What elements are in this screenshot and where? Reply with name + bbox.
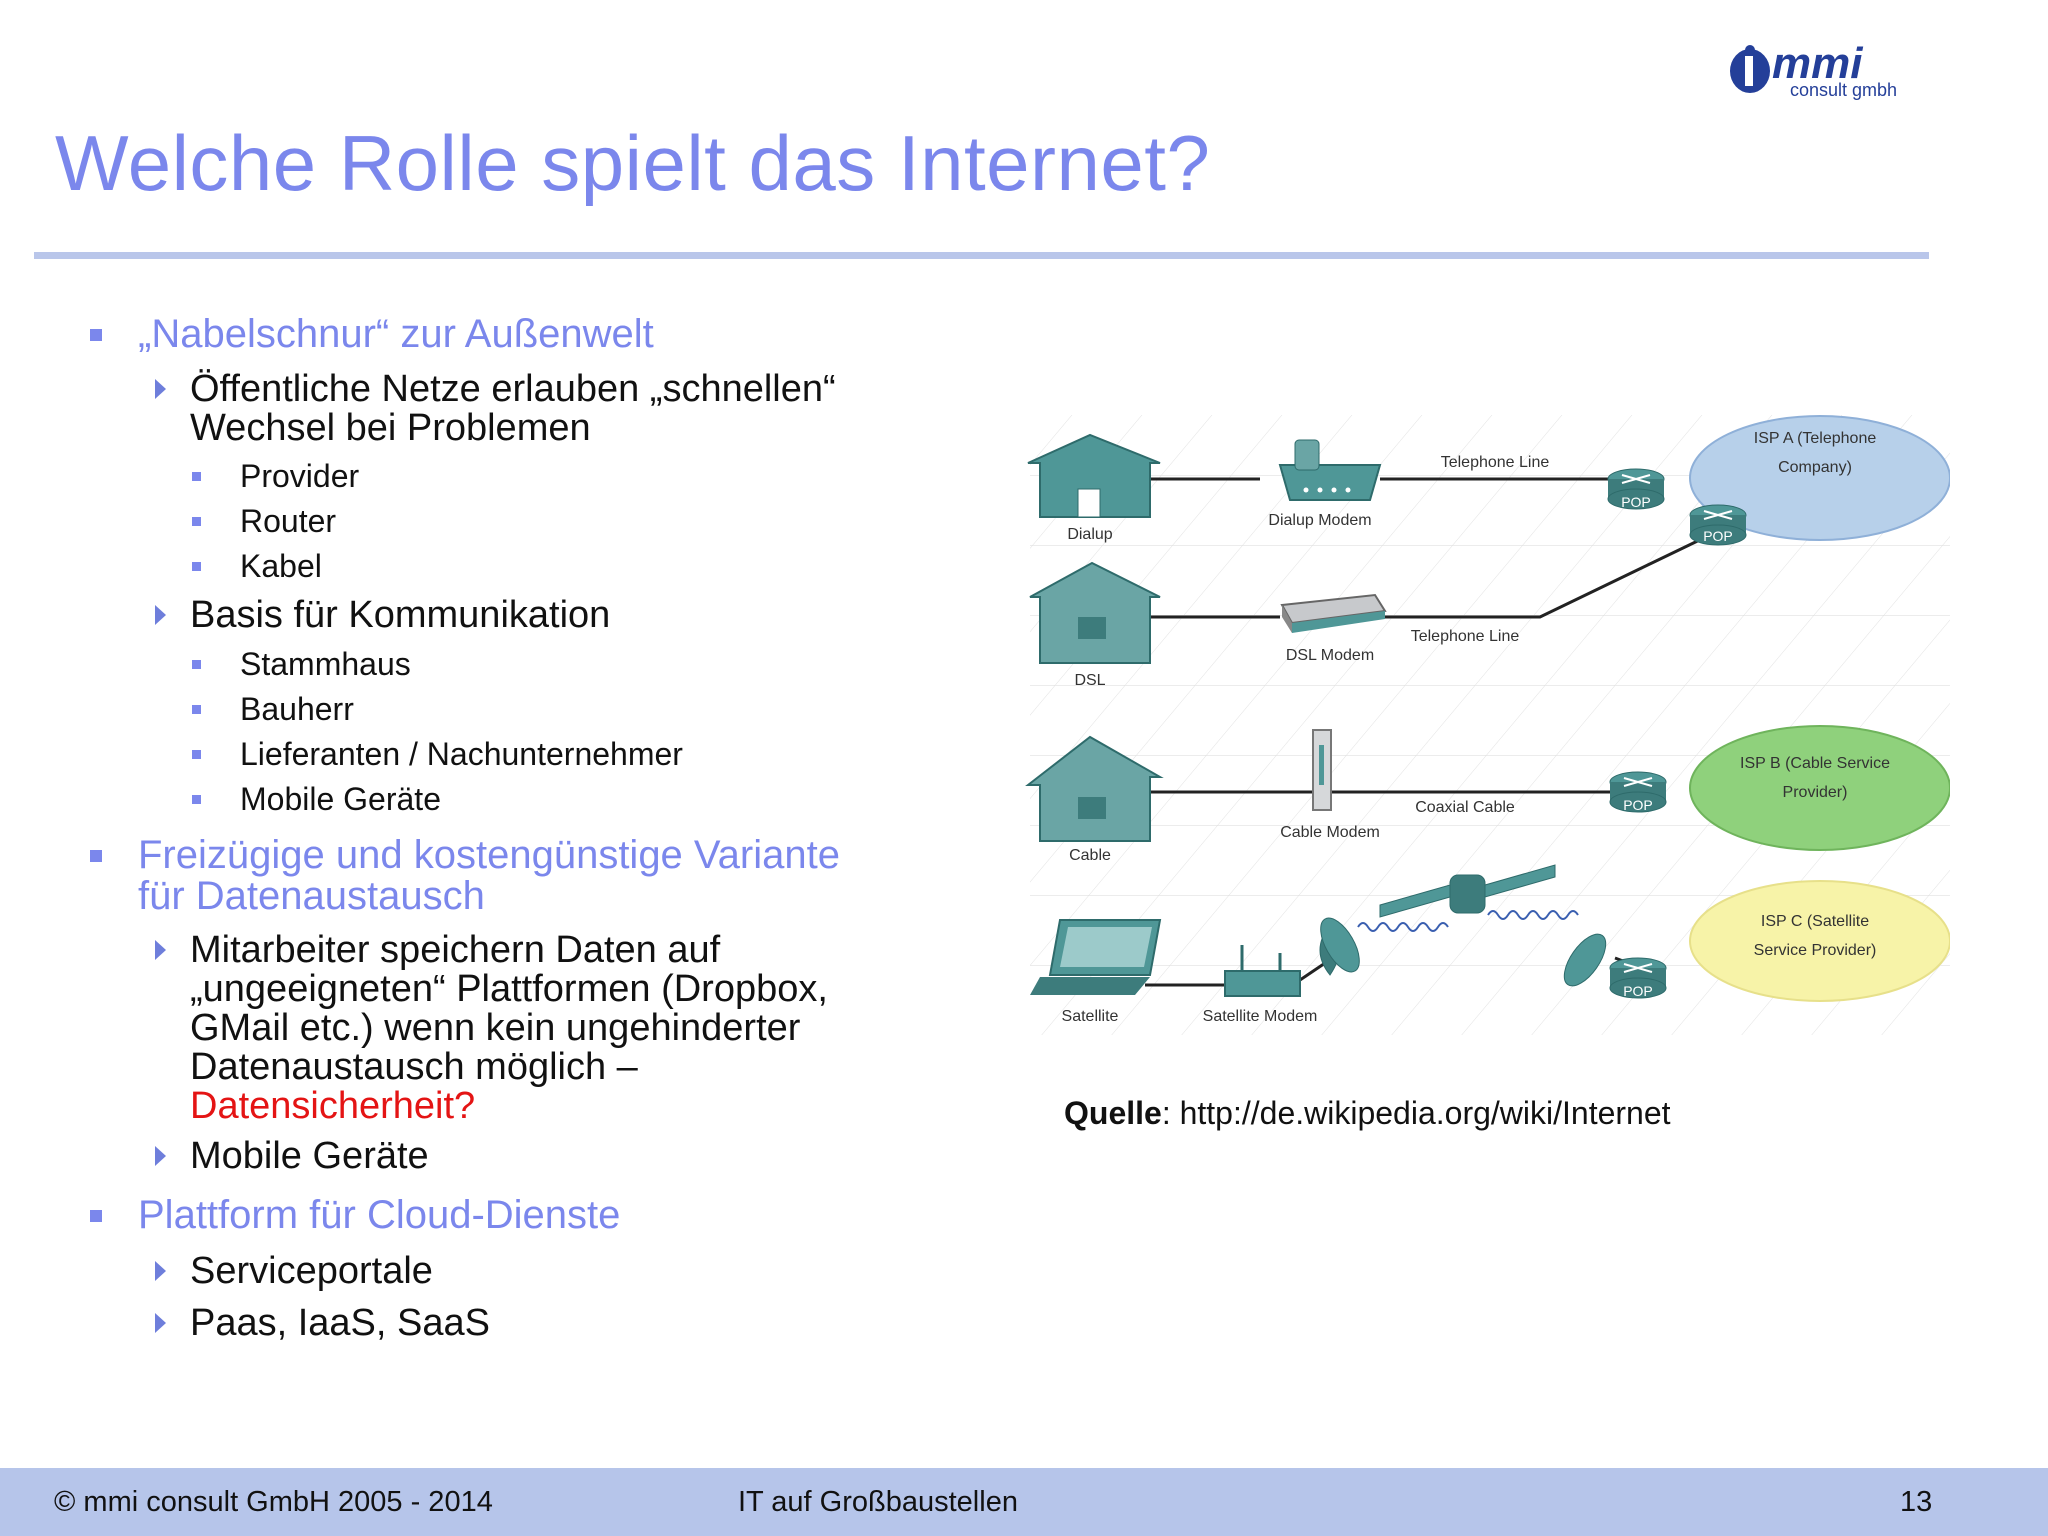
router-icon (1609, 957, 1667, 999)
bullet-level3: Provider (240, 458, 360, 494)
slide-footer: © mmi consult GmbH 2005 - 2014 IT auf Gr… (0, 1468, 2048, 1536)
modem-label-cable: Cable Modem (1280, 824, 1380, 841)
logo-subtitle: consult gmbh (1790, 80, 1897, 100)
bullet-level3: Router (240, 503, 337, 539)
bullet-level2: Mobile Geräte (190, 1135, 429, 1177)
highlight-warning-text: Datensicherheit? (190, 1085, 476, 1127)
bullet-triangle-icon (155, 1261, 166, 1281)
bullet-square-icon (192, 795, 201, 804)
host-label-satellite: Satellite (1062, 1008, 1119, 1025)
isp-a-label-line1: ISP A (Telephone (1754, 430, 1877, 447)
bullet-square-icon (192, 472, 201, 481)
satellite-icon (1379, 864, 1556, 918)
bullet-triangle-icon (155, 940, 166, 960)
modem-label-dsl: DSL Modem (1286, 647, 1374, 664)
link-label-telephone-2: Telephone Line (1411, 628, 1520, 645)
logo-mark-icon (1730, 45, 1770, 93)
cable-house-icon (1025, 735, 1164, 842)
bullet-level3: Stammhaus (240, 646, 411, 682)
footer-topic: IT auf Großbaustellen (738, 1486, 1018, 1518)
bullet-level2: Basis für Kommunikation (190, 594, 611, 636)
footer-copyright: © mmi consult GmbH 2005 - 2014 (54, 1486, 493, 1518)
bullet-level2: Serviceportale (190, 1250, 433, 1292)
mmi-consult-logo: mmi consult gmbh (1730, 39, 1897, 100)
bullet-triangle-icon (155, 379, 166, 399)
bullet-square-icon (192, 750, 201, 759)
isp-b-cloud (1689, 725, 1950, 851)
isp-a-label-line2: Company) (1778, 459, 1852, 476)
router-icon (1607, 468, 1665, 510)
dialup-house-icon (1027, 433, 1161, 518)
router-icon (1689, 504, 1747, 546)
dsl-modem-icon (1280, 593, 1387, 633)
bullet-level3: Bauherr (240, 691, 354, 727)
isp-a-cloud (1689, 415, 1950, 541)
bullet-square-icon (192, 517, 201, 526)
logo-name: mmi (1772, 39, 1863, 88)
bullet-triangle-icon (155, 1146, 166, 1166)
bullet-triangle-icon (155, 605, 166, 625)
laptop-icon (1030, 919, 1162, 995)
source-url: http://de.wikipedia.org/wiki/Internet (1179, 1095, 1671, 1131)
pop-label: POP (1621, 494, 1651, 510)
bullet-square-icon (90, 1210, 102, 1222)
slide-title: Welche Rolle spielt das Internet? (55, 119, 1211, 207)
bullet-level2-cont: „ungeeigneten“ Plattformen (Dropbox, (190, 968, 828, 1010)
bullet-level1: „Nabelschnur“ zur Außenwelt (138, 312, 654, 356)
router-icon (1609, 771, 1667, 813)
satellite-dish-icon (1319, 917, 1360, 976)
page-number: 13 (1900, 1486, 1933, 1518)
link-label-coax: Coaxial Cable (1415, 799, 1515, 816)
bullet-level3: Lieferanten / Nachunternehmer (240, 736, 683, 772)
bullet-level2: Mitarbeiter speichern Daten auf (190, 929, 721, 971)
dsl-house-icon (1029, 561, 1161, 664)
satellite-dish-icon (1563, 933, 1607, 987)
dialup-modem-icon (1278, 439, 1382, 501)
isp-c-cloud (1689, 880, 1950, 1002)
bullet-level3: Kabel (240, 548, 322, 584)
link-label-telephone-1: Telephone Line (1441, 454, 1550, 471)
host-label-dsl: DSL (1074, 672, 1105, 689)
modem-label-satellite: Satellite Modem (1203, 1008, 1318, 1025)
bullet-level2: Öffentliche Netze erlauben „schnellen“ (190, 368, 836, 410)
source-citation: Quelle: http://de.wikipedia.org/wiki/Int… (1064, 1095, 1671, 1132)
bullet-level3: Mobile Geräte (240, 781, 441, 817)
pop-label: POP (1623, 983, 1653, 999)
bullet-level2-cont: Datenaustausch möglich – (190, 1046, 638, 1088)
bullet-square-icon (90, 329, 102, 341)
isp-c-label-line1: ISP C (Satellite (1761, 913, 1869, 930)
bullet-square-icon (90, 850, 102, 862)
satellite-modem-icon (1224, 945, 1301, 997)
isp-b-label-line2: Provider) (1783, 784, 1848, 801)
bullet-level1: Freizügige und kostengünstige Variante (138, 833, 840, 877)
bullet-square-icon (192, 660, 201, 669)
host-label-dialup: Dialup (1067, 526, 1112, 543)
bullet-level2-cont: Wechsel bei Problemen (190, 407, 591, 449)
source-separator: : (1161, 1095, 1180, 1131)
internet-access-diagram: ISP A (Telephone Company) ISP B (Cable S… (1010, 405, 1950, 1045)
modem-label-dialup: Dialup Modem (1268, 512, 1371, 529)
bullet-square-icon (192, 562, 201, 571)
cable-modem-icon (1312, 729, 1332, 811)
bullet-triangle-icon (155, 1313, 166, 1333)
bullet-level2: Paas, IaaS, SaaS (190, 1302, 490, 1344)
source-label: Quelle (1064, 1095, 1162, 1131)
pop-label: POP (1703, 528, 1733, 544)
pop-label: POP (1623, 797, 1653, 813)
host-label-cable: Cable (1069, 847, 1111, 864)
bullet-square-icon (192, 705, 201, 714)
bullet-level1: Plattform für Cloud-Dienste (138, 1193, 621, 1237)
bullet-level2-cont: GMail etc.) wenn kein ungehinderter (190, 1007, 801, 1049)
title-divider (34, 252, 1929, 259)
isp-c-label-line2: Service Provider) (1754, 942, 1877, 959)
isp-b-label-line1: ISP B (Cable Service (1740, 755, 1890, 772)
bullet-level1-cont: für Datenaustausch (138, 874, 485, 918)
